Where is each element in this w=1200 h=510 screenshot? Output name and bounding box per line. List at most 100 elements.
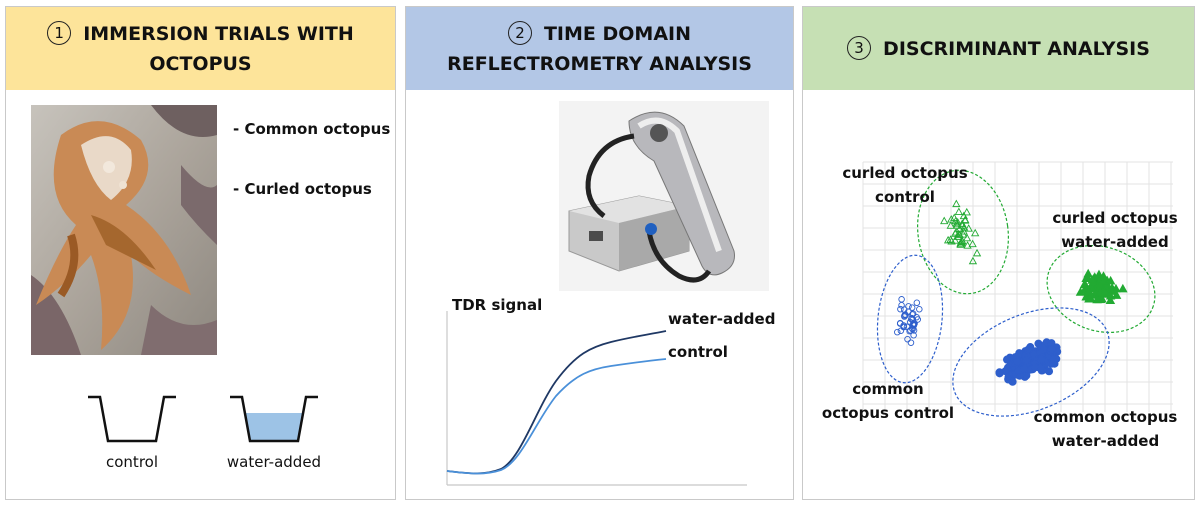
point-common-control [908, 314, 916, 322]
ellipse-common-water [952, 307, 1110, 417]
point-common-control [916, 305, 923, 313]
curve-label-control: control [668, 343, 728, 361]
point-common-control [907, 339, 915, 346]
ellipse-common-control [876, 254, 944, 384]
point-curled-control [962, 207, 971, 216]
point-common-control [901, 311, 909, 318]
panel-2-header: 2 TIME DOMAIN REFLECTROMETRY ANALYSIS [406, 7, 793, 90]
panel-1-title-line1: IMMERSION TRIALS WITH [83, 22, 354, 45]
tdr-signal-chart [446, 311, 747, 486]
water-added-label: water-added [226, 453, 322, 471]
point-common-control [897, 305, 904, 313]
discriminant-scatter-plot [862, 161, 1173, 417]
point-curled-control [957, 236, 967, 245]
water-container-icon [230, 395, 318, 443]
point-curled-water [1092, 294, 1102, 304]
point-common-water [1030, 363, 1039, 372]
point-common-water [1008, 377, 1017, 386]
point-curled-water [1098, 275, 1108, 285]
point-common-control [909, 311, 916, 318]
point-common-control [904, 335, 911, 343]
point-curled-control [961, 216, 970, 224]
point-common-control [908, 304, 916, 311]
point-common-control [898, 302, 905, 309]
species-common: - Common octopus [233, 120, 391, 138]
group-label-common-water: common octopus water-added [1033, 408, 1178, 450]
tdr-signal-label: TDR signal [452, 296, 543, 314]
point-common-control [914, 316, 922, 323]
point-curled-control [963, 241, 972, 249]
group-label-common-control: common octopus control [821, 380, 955, 422]
curve-water-added [446, 330, 667, 475]
point-curled-control [943, 235, 953, 244]
point-common-control [913, 299, 921, 307]
point-curled-control [958, 230, 968, 238]
point-curled-water [1111, 290, 1122, 299]
point-common-control [903, 323, 911, 331]
point-curled-control [940, 216, 949, 225]
ellipse-curled-control [917, 169, 1009, 295]
point-common-control [894, 328, 901, 336]
curve-control [446, 358, 667, 475]
control-label: control [106, 453, 158, 471]
point-curled-control [959, 211, 968, 220]
point-curled-control [958, 221, 967, 229]
panel-3-title-line1: DISCRIMINANT ANALYSIS [883, 37, 1150, 60]
point-common-control [896, 320, 904, 327]
point-curled-water [1099, 286, 1110, 296]
point-curled-water [1079, 279, 1090, 289]
point-curled-control [962, 233, 972, 242]
panel-3-title: 3 DISCRIMINANT ANALYSIS [847, 34, 1150, 64]
point-curled-control [972, 248, 982, 257]
point-curled-water [1082, 272, 1093, 282]
point-common-control [898, 296, 905, 303]
point-curled-control [955, 224, 964, 232]
panel-immersion-trials: 1 IMMERSION TRIALS WITH OCTOPUS - Common … [5, 6, 396, 500]
curve-label-water-added: water-added [668, 310, 776, 328]
panel-1-header: 1 IMMERSION TRIALS WITH OCTOPUS [6, 7, 395, 90]
panel-3-header: 3 DISCRIMINANT ANALYSIS [803, 7, 1194, 90]
point-curled-water [1118, 283, 1128, 293]
point-curled-control [954, 229, 963, 238]
step-number-3: 3 [847, 35, 872, 60]
point-curled-control [956, 237, 966, 246]
point-curled-water [1105, 290, 1116, 300]
point-curled-control [952, 199, 961, 208]
step-number-1: 1 [47, 20, 72, 45]
control-container-icon [88, 395, 176, 443]
panel-1-title: 1 IMMERSION TRIALS WITH OCTOPUS [47, 19, 354, 79]
point-curled-control [954, 207, 964, 216]
group-label-curled-water: curled octopus water-added [1052, 209, 1178, 251]
point-curled-water [1086, 290, 1097, 299]
octopus-photo [31, 105, 217, 355]
point-common-water [995, 369, 1004, 378]
panel-tdr-analysis: 2 TIME DOMAIN REFLECTROMETRY ANALYSIS TDR… [405, 6, 794, 500]
panel-1-title-line2: OCTOPUS [149, 52, 252, 75]
point-curled-control [968, 256, 978, 265]
point-common-control [897, 327, 905, 334]
point-common-water [1037, 355, 1046, 364]
point-curled-control [947, 214, 956, 223]
point-common-water [1013, 357, 1022, 366]
panel-2-title-line1: TIME DOMAIN [543, 22, 692, 45]
point-curled-water [1111, 283, 1121, 293]
point-curled-water [1087, 275, 1097, 284]
species-curled: - Curled octopus [233, 180, 372, 198]
point-curled-control [946, 221, 955, 229]
point-common-water [1029, 350, 1038, 359]
tdr-device-photo [559, 101, 769, 291]
group-label-curled-control: curled octopus control [842, 164, 968, 206]
point-curled-water [1105, 295, 1116, 305]
step-number-2: 2 [507, 20, 532, 45]
point-common-control [910, 331, 917, 339]
point-common-water [1020, 364, 1029, 373]
point-curled-control [971, 228, 980, 237]
panel-discriminant-analysis: 3 DISCRIMINANT ANALYSIS curled octopus co… [802, 6, 1195, 500]
point-curled-control [950, 236, 960, 244]
panel-2-title-line2: REFLECTROMETRY ANALYSIS [447, 52, 752, 75]
point-curled-control [960, 223, 969, 231]
point-curled-control [950, 213, 959, 221]
point-common-control [900, 322, 907, 329]
point-common-water [1022, 356, 1031, 365]
point-common-control [910, 321, 917, 328]
